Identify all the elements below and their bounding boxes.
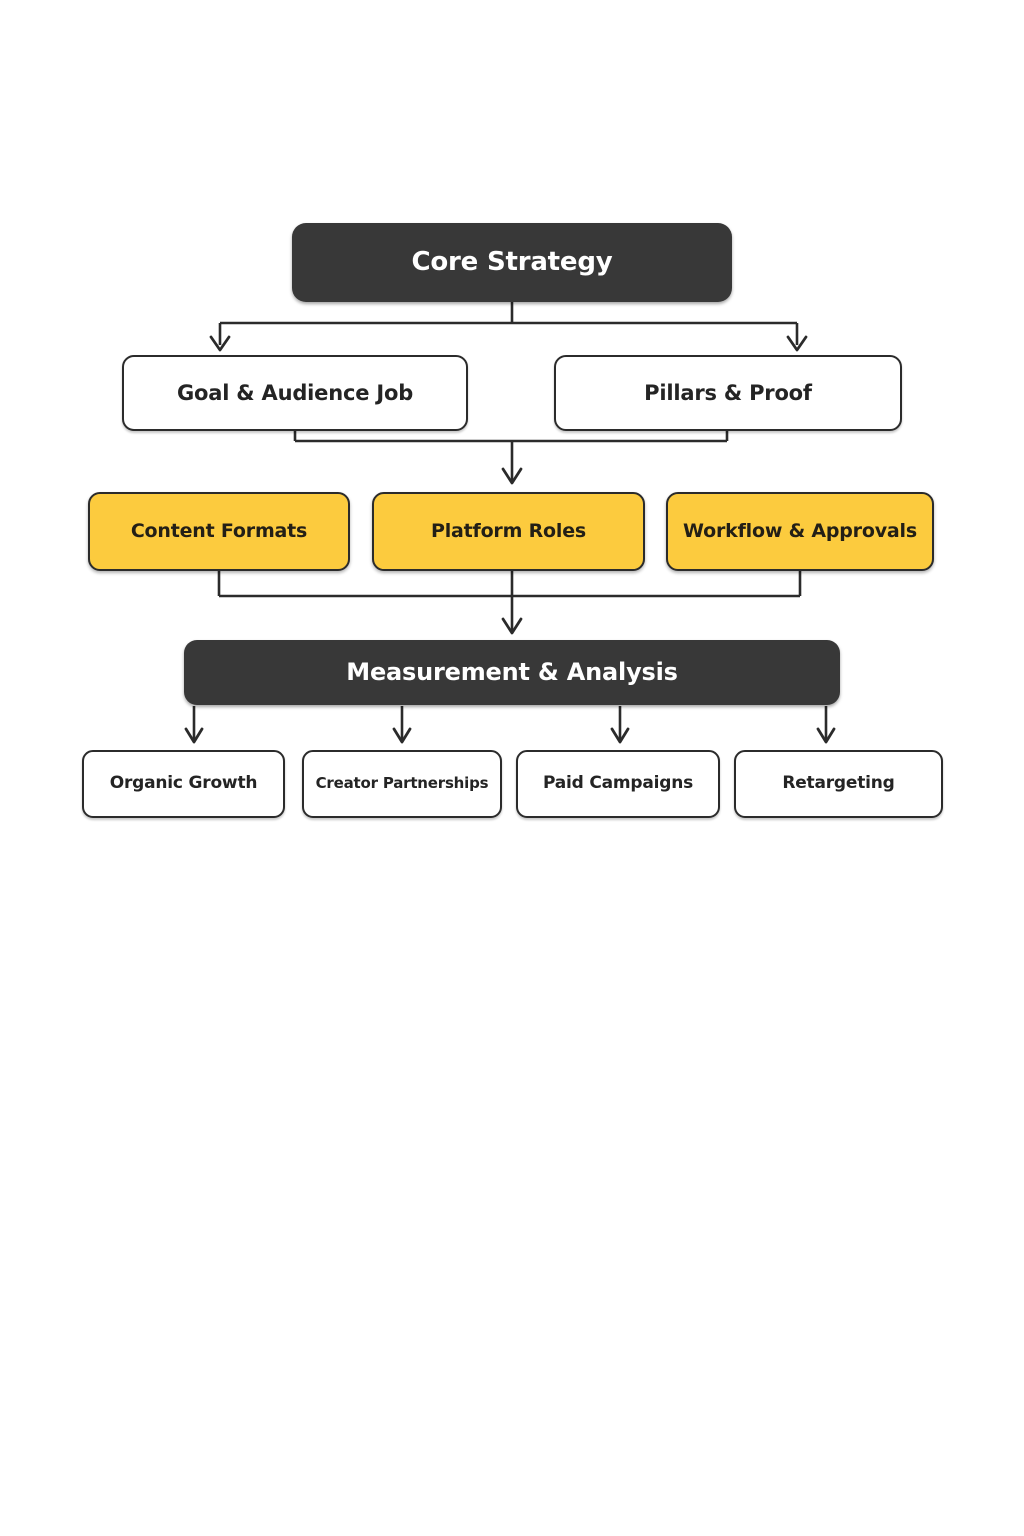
node-measurement-analysis[interactable]: Measurement & Analysis xyxy=(184,640,840,705)
node-pillars-proof[interactable]: Pillars & Proof xyxy=(554,355,902,431)
arrowhead-to-measurement xyxy=(501,617,523,635)
arrowhead-to-execution-row xyxy=(501,467,523,485)
arrowhead-to-goal-audience-job xyxy=(209,335,231,352)
node-workflow-approvals[interactable]: Workflow & Approvals xyxy=(666,492,934,571)
node-content-formats[interactable]: Content Formats xyxy=(88,492,350,571)
connector-measurement-to-channels xyxy=(192,706,828,741)
node-goal-audience-job[interactable]: Goal & Audience Job xyxy=(122,355,468,431)
connector-core-to-inputs xyxy=(218,302,799,345)
arrowhead-to-pillars-proof xyxy=(786,335,808,352)
connector-execution-to-measurement xyxy=(217,571,802,632)
node-retargeting[interactable]: Retargeting xyxy=(734,750,943,818)
node-creator-partnerships[interactable]: Creator Partnerships xyxy=(302,750,502,818)
arrowheads-to-channels xyxy=(184,727,836,744)
connector-inputs-to-execution xyxy=(293,431,729,481)
node-platform-roles[interactable]: Platform Roles xyxy=(372,492,645,571)
node-core-strategy[interactable]: Core Strategy xyxy=(292,223,732,302)
node-paid-campaigns[interactable]: Paid Campaigns xyxy=(516,750,720,818)
node-organic-growth[interactable]: Organic Growth xyxy=(82,750,285,818)
